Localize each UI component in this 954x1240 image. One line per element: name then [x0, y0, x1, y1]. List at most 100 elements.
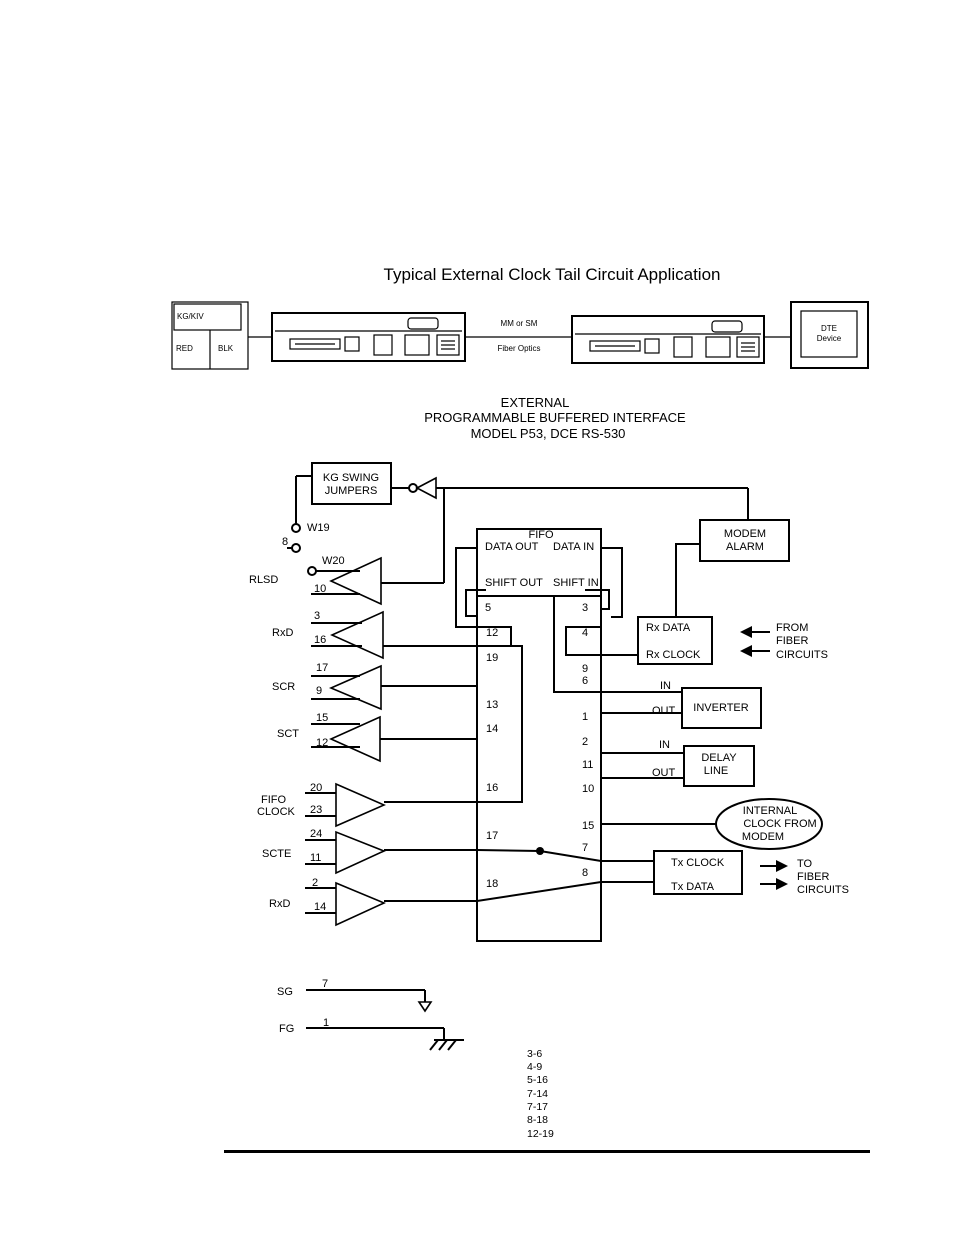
- svg-text:JUMPERS: JUMPERS: [325, 485, 378, 497]
- jumper-w19-post[interactable]: [291, 523, 301, 533]
- svg-text:TO: TO: [797, 858, 813, 870]
- svg-text:SCTE: SCTE: [262, 848, 291, 860]
- svg-text:8-18: 8-18: [527, 1114, 548, 1126]
- receiver-fifo-clock: FIFO CLOCK 20 23: [257, 782, 522, 828]
- svg-text:CLOCK: CLOCK: [257, 806, 296, 818]
- svg-text:LINE: LINE: [704, 765, 728, 777]
- svg-text:1: 1: [323, 1017, 329, 1029]
- driver-rlsd: RLSD 10: [249, 488, 445, 606]
- svg-text:19: 19: [486, 652, 498, 664]
- svg-text:DATA OUT: DATA OUT: [485, 541, 539, 553]
- svg-text:CLOCK FROM: CLOCK FROM: [743, 818, 816, 830]
- svg-text:7-17: 7-17: [527, 1101, 548, 1113]
- svg-text:16: 16: [486, 782, 498, 794]
- subtitle-line-2: PROGRAMMABLE BUFFERED INTERFACE: [424, 410, 686, 425]
- svg-text:IN: IN: [659, 739, 670, 751]
- svg-text:11: 11: [582, 759, 593, 771]
- svg-text:20: 20: [310, 782, 322, 794]
- driver-rxd-1: RxD 3 16: [272, 610, 511, 660]
- svg-text:FG: FG: [279, 1023, 294, 1035]
- svg-text:6: 6: [582, 675, 588, 687]
- svg-text:10: 10: [314, 583, 326, 595]
- svg-text:15: 15: [582, 820, 594, 832]
- svg-text:KG SWING: KG SWING: [323, 472, 379, 484]
- svg-text:17: 17: [316, 662, 328, 674]
- svg-text:15: 15: [316, 712, 328, 724]
- svg-text:8: 8: [282, 536, 288, 548]
- svg-text:SG: SG: [277, 986, 293, 998]
- link-type-label: MM or SM: [501, 319, 538, 328]
- driver-scr: SCR 17 9: [272, 662, 477, 711]
- svg-text:DATA IN: DATA IN: [553, 541, 594, 553]
- svg-text:FIBER: FIBER: [797, 871, 829, 883]
- svg-text:14: 14: [314, 901, 326, 913]
- svg-text:INVERTER: INVERTER: [693, 702, 748, 714]
- subtitle-line-3: MODEL P53, DCE RS-530: [471, 426, 626, 441]
- fiber-modem-left: [271, 312, 466, 362]
- svg-text:SCT: SCT: [277, 728, 299, 740]
- svg-text:CIRCUITS: CIRCUITS: [797, 884, 849, 896]
- svg-text:3: 3: [582, 602, 588, 614]
- svg-text:OUT: OUT: [652, 767, 676, 779]
- receiver-scte: SCTE 24 11: [262, 828, 477, 875]
- svg-text:FIFO: FIFO: [528, 529, 553, 541]
- chassis-ground-icon: [429, 1039, 464, 1051]
- arrow-left-icon: [740, 626, 752, 638]
- jumper-w20-post[interactable]: [307, 566, 317, 576]
- jumper-matrix-block: [476, 595, 602, 942]
- modem-alarm-box: [699, 519, 790, 562]
- inverter-box: [681, 687, 762, 729]
- kg-swing-jumpers-box: [311, 462, 392, 505]
- svg-text:Rx CLOCK: Rx CLOCK: [646, 649, 701, 661]
- internal-clock-ellipse: [715, 798, 823, 850]
- svg-text:IN: IN: [660, 680, 671, 692]
- junction-dot: [536, 847, 544, 855]
- receiver-rxd-2: RxD 2 14: [269, 877, 477, 927]
- arrow-left-icon: [740, 645, 752, 657]
- svg-text:13: 13: [486, 699, 498, 711]
- svg-text:24: 24: [310, 828, 322, 840]
- link-medium-label: Fiber Optics: [497, 344, 540, 353]
- svg-text:FIFO: FIFO: [261, 794, 286, 806]
- svg-text:FIBER: FIBER: [776, 635, 808, 647]
- svg-text:Tx DATA: Tx DATA: [671, 881, 715, 893]
- signal-ground-icon: [417, 1001, 433, 1013]
- rx-data-clock-box: [637, 616, 713, 665]
- delay-line-box: [683, 745, 755, 787]
- svg-text:SCR: SCR: [272, 681, 295, 693]
- svg-text:MODEM: MODEM: [742, 831, 784, 843]
- svg-text:SHIFT IN: SHIFT IN: [553, 577, 599, 589]
- svg-text:7-14: 7-14: [527, 1088, 548, 1100]
- svg-text:RxD: RxD: [272, 627, 293, 639]
- subtitle-line-1: EXTERNAL: [501, 395, 570, 410]
- svg-text:4-9: 4-9: [527, 1061, 542, 1073]
- frame-ground: FG 1: [279, 1017, 464, 1051]
- jumper-w19-pin8-post[interactable]: [291, 543, 301, 553]
- svg-text:8: 8: [582, 867, 588, 879]
- svg-text:17: 17: [486, 830, 498, 842]
- svg-text:W19: W19: [307, 522, 330, 534]
- svg-text:2: 2: [582, 736, 588, 748]
- svg-text:12-19: 12-19: [527, 1128, 554, 1140]
- diagram-title: Typical External Clock Tail Circuit Appl…: [384, 265, 721, 284]
- svg-text:CIRCUITS: CIRCUITS: [776, 649, 828, 661]
- svg-text:14: 14: [486, 723, 498, 735]
- svg-text:23: 23: [310, 804, 322, 816]
- svg-text:ALARM: ALARM: [726, 541, 764, 553]
- svg-text:RLSD: RLSD: [249, 574, 278, 586]
- svg-text:16: 16: [314, 634, 326, 646]
- svg-text:12: 12: [316, 737, 328, 749]
- bottom-rule: [224, 1150, 870, 1153]
- svg-text:5-16: 5-16: [527, 1074, 548, 1086]
- tx-clock-data-box: [653, 850, 743, 895]
- svg-text:W20: W20: [322, 555, 345, 567]
- svg-text:18: 18: [486, 878, 498, 890]
- signal-ground: SG 7: [277, 978, 433, 1013]
- svg-text:4: 4: [582, 627, 588, 639]
- svg-text:9: 9: [582, 663, 588, 675]
- svg-text:7: 7: [582, 842, 588, 854]
- jumper-list: 3-6 4-9 5-16 7-14 7-17 8-18 12-19: [527, 1048, 554, 1140]
- dte-label: DTE: [821, 324, 837, 333]
- svg-text:3-6: 3-6: [527, 1048, 542, 1060]
